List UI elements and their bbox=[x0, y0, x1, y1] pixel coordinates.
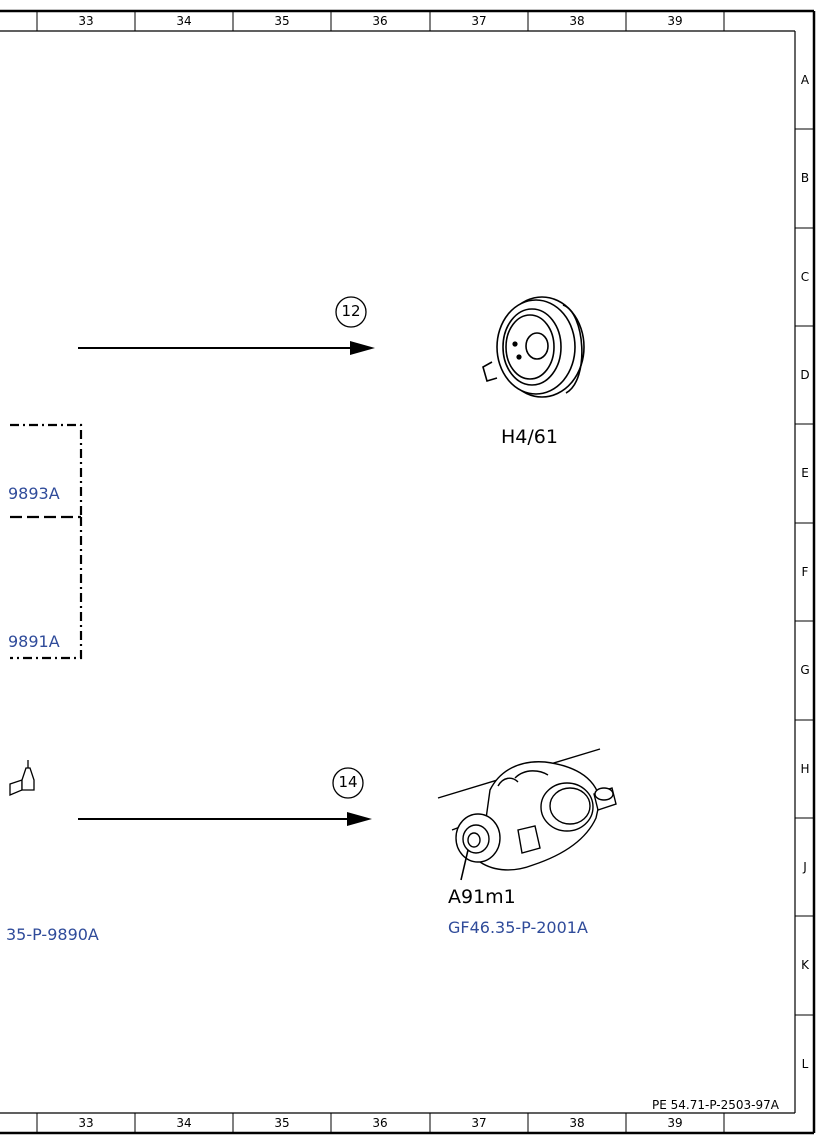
document-id: PE 54.71-P-2503-97A bbox=[652, 1098, 779, 1112]
column-number-bottom: 37 bbox=[471, 1116, 487, 1130]
column-number-bottom: 33 bbox=[78, 1116, 94, 1130]
column-number-top: 34 bbox=[176, 14, 192, 28]
column-number-bottom: 36 bbox=[372, 1116, 388, 1130]
column-number-top: 35 bbox=[274, 14, 290, 28]
component-label-a91m1: A91m1 bbox=[448, 886, 516, 908]
column-number-top: 38 bbox=[569, 14, 585, 28]
row-letter: B bbox=[800, 171, 810, 185]
component-h4-61-drawing bbox=[482, 296, 585, 398]
frame-lines bbox=[0, 9, 816, 1135]
row-letter: E bbox=[801, 466, 809, 480]
reference-link-a91m1[interactable]: GF46.35-P-2001A bbox=[448, 918, 588, 937]
column-number-top: 37 bbox=[471, 14, 487, 28]
column-number-top: 36 bbox=[372, 14, 388, 28]
callout-12: 12 bbox=[341, 302, 361, 320]
row-letter: H bbox=[800, 762, 810, 776]
reference-link-9893a[interactable]: 9893A bbox=[8, 484, 60, 503]
arrow-12 bbox=[78, 296, 375, 355]
column-number-bottom: 39 bbox=[667, 1116, 683, 1130]
column-number-bottom: 35 bbox=[274, 1116, 290, 1130]
component-a91m1-drawing bbox=[437, 748, 617, 881]
row-letter: K bbox=[801, 958, 809, 972]
row-letter: J bbox=[803, 860, 807, 874]
column-number-top: 33 bbox=[78, 14, 94, 28]
callout-14: 14 bbox=[338, 773, 358, 791]
dashed-reference-boxes bbox=[10, 423, 83, 660]
reference-link-9890a[interactable]: 35-P-9890A bbox=[6, 925, 99, 944]
row-letter: D bbox=[800, 368, 810, 382]
column-number-bottom: 38 bbox=[569, 1116, 585, 1130]
row-letter: L bbox=[801, 1057, 809, 1071]
reference-link-9891a[interactable]: 9891A bbox=[8, 632, 60, 651]
row-letter: C bbox=[800, 270, 810, 284]
column-number-bottom: 34 bbox=[176, 1116, 192, 1130]
partial-connector-drawing bbox=[9, 760, 35, 796]
row-letter: A bbox=[800, 73, 810, 87]
component-label-h4-61: H4/61 bbox=[501, 426, 558, 448]
arrow-14 bbox=[78, 767, 372, 826]
row-letter: F bbox=[801, 565, 809, 579]
column-number-top: 39 bbox=[667, 14, 683, 28]
row-letter: G bbox=[800, 663, 810, 677]
